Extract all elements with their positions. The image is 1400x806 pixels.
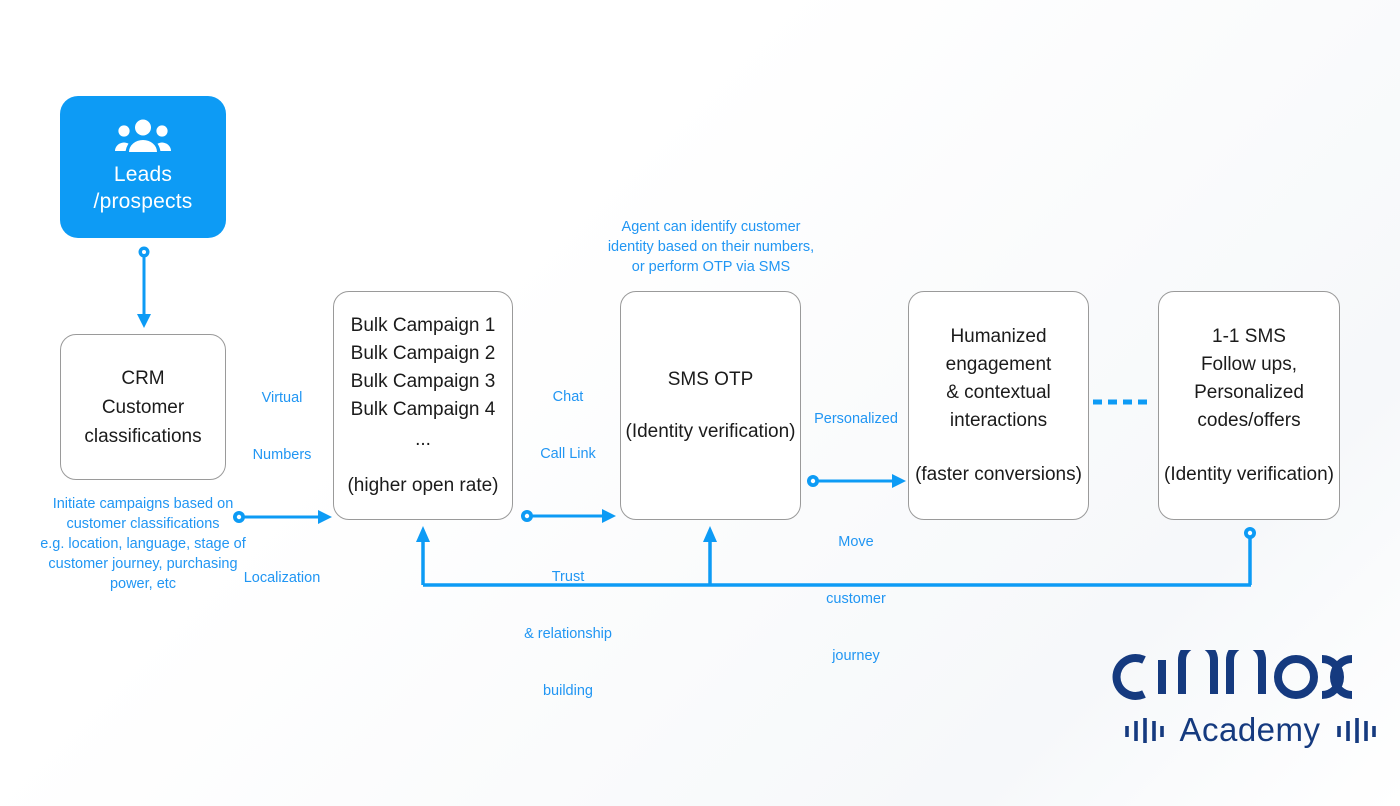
otp-subtext: (Identity verification) [625,420,796,442]
bulk-line-4: Bulk Campaign 4 [350,398,496,420]
academy-label: Academy [1179,711,1321,748]
connector-bulk-to-otp-bottom-line2: & relationship [524,626,612,642]
connector-crm-to-bulk: Virtual Numbers Localization [232,351,332,626]
human-line-4: interactions [949,409,1048,431]
bulk-line-3: Bulk Campaign 3 [350,370,496,392]
caption-agent-note: Agent can identify customer identity bas… [580,217,842,277]
cinnox-wordmark-icon [1112,650,1352,700]
crm-note-line-5: power, etc [109,576,177,592]
connector-otp-to-humanized-bottom-line3: journey [832,648,880,664]
bulk-line-1: Bulk Campaign 1 [350,314,496,336]
node-one-to-one-sms[interactable]: 1-1 SMS Follow ups, Personalized codes/o… [1158,291,1340,520]
node-crm-customer-classifications[interactable]: CRM Customer classifications [60,334,226,480]
connector-bulk-to-otp: Chat Call Link Trust & relationship buil… [520,350,616,739]
crm-note-line-3: e.g. location, language, stage of [40,536,246,552]
connector-otp-to-humanized-top-line1: Personalized [814,411,898,427]
human-line-1: Humanized [950,325,1047,347]
connector-otp-to-humanized-bottom-line1: Move [838,534,874,550]
connector-crm-to-bulk-top-line2: Numbers [252,447,312,463]
human-line-2: engagement [945,353,1052,375]
leads-label-line1: Leads [113,163,173,186]
leads-label-line2: /prospects [93,190,193,213]
agent-note-line-1: Agent can identify customer [621,219,801,235]
agent-note-line-2: identity based on their numbers, [607,239,815,255]
node-leads-prospects[interactable]: Leads /prospects [60,96,226,238]
arrow-right-icon [233,510,332,524]
connector-otp-to-humanized-bottom-line2: customer [826,591,886,607]
human-subtext: (faster conversions) [915,463,1082,485]
academy-row: Academy [1100,712,1400,748]
sms-line-3: Personalized [1194,381,1304,403]
sms-line-1: 1-1 SMS [1212,325,1286,347]
connector-otp-to-humanized: Personalized Move customer journey [806,372,906,704]
sms-line-4: codes/offers [1197,409,1301,431]
connector-bulk-to-otp-top-line1: Chat [552,389,584,405]
human-line-3: & contextual [946,381,1051,403]
bulk-line-2: Bulk Campaign 2 [350,342,496,364]
crm-line-2: Customer [101,396,185,418]
sms-subtext: (Identity verification) [1164,463,1335,485]
sound-wave-icon [1336,718,1376,743]
people-group-icon [115,119,171,152]
connector-bulk-to-otp-top-line2: Call Link [540,446,596,462]
connector-feedback-loop [416,526,1256,587]
node-humanized-engagement[interactable]: Humanized engagement & contextual intera… [908,291,1089,520]
otp-line-1: SMS OTP [667,368,754,390]
bulk-ellipsis: ... [415,428,431,450]
node-bulk-campaigns[interactable]: Bulk Campaign 1 Bulk Campaign 2 Bulk Cam… [333,291,513,520]
connector-leads-to-crm [137,246,151,328]
connector-crm-to-bulk-bottom-line1: Localization [243,570,321,586]
sound-wave-icon [1125,718,1165,743]
connector-humanized-to-sms-dashed [1093,399,1153,405]
crm-note-line-4: customer journey, purchasing [48,556,238,572]
arrow-right-icon [521,509,616,523]
node-sms-otp[interactable]: SMS OTP (Identity verification) [620,291,801,520]
caption-crm-note: Initiate campaigns based on customer cla… [10,494,276,594]
agent-note-line-3: or perform OTP via SMS [631,259,791,275]
sms-line-2: Follow ups, [1200,353,1298,375]
crm-note-line-2: customer classifications [66,516,220,532]
arrow-right-icon [807,474,906,488]
crm-line-1: CRM [121,367,165,389]
crm-note-line-1: Initiate campaigns based on [52,496,234,512]
connector-crm-to-bulk-top-line1: Virtual [261,390,303,406]
connector-bulk-to-otp-bottom-line3: building [542,683,593,699]
crm-line-3: classifications [84,425,202,447]
bulk-subtext: (higher open rate) [347,474,499,496]
connector-bulk-to-otp-bottom-line1: Trust [551,569,585,585]
cinnox-academy-logo: Academy [1100,650,1400,760]
